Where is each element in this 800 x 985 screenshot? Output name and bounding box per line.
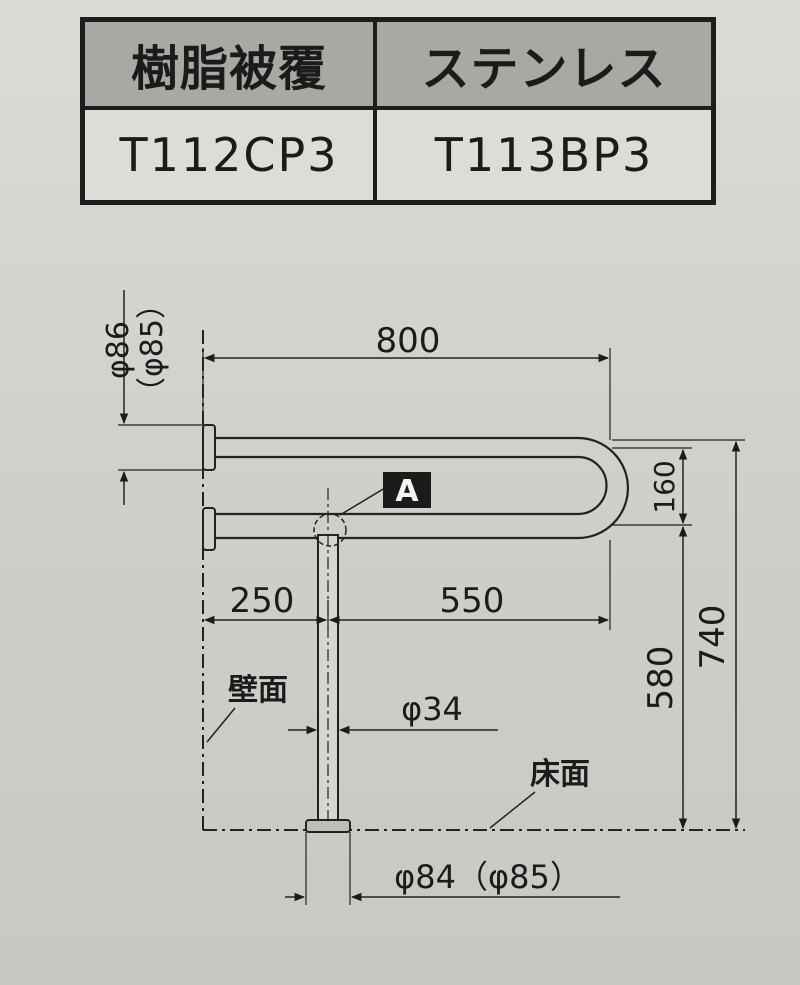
wall-leader <box>206 707 236 743</box>
detail-marker-box <box>383 472 431 508</box>
dim-offset-span: 550 <box>440 581 505 621</box>
dim-width-total: 800 <box>376 321 441 361</box>
u-rail-inner <box>215 455 608 516</box>
u-rail-outer <box>215 436 630 540</box>
joint-detail-circle <box>313 513 347 547</box>
dim-pipe-dia: φ34 <box>401 690 463 728</box>
detail-leader <box>339 487 386 516</box>
post-base <box>305 819 351 833</box>
floor-label: 床面 <box>530 757 590 792</box>
dim-height-gap: 160 <box>648 460 681 513</box>
dim-flange-dia: φ86 <box>101 321 136 379</box>
upper-flange <box>202 424 216 471</box>
table-model-stainless: T113BP3 <box>377 110 711 200</box>
model-table: 樹脂被覆 ステンレス T112CP3 T113BP3 <box>80 17 716 205</box>
dim-offset-wall: 250 <box>230 581 295 621</box>
lower-flange <box>202 507 216 551</box>
dim-height-lower: 580 <box>641 646 681 711</box>
table-header-resin: 樹脂被覆 <box>85 22 377 110</box>
floor-leader <box>489 791 536 829</box>
detail-marker: A <box>395 474 419 509</box>
dim-height-total: 740 <box>693 605 733 670</box>
dim-base-dia: φ84（φ85） <box>394 858 582 896</box>
dim-flange-dia-alt: （φ85） <box>135 289 170 407</box>
table-header-stainless: ステンレス <box>377 22 711 110</box>
table-model-resin: T112CP3 <box>85 110 377 200</box>
wall-label: 壁面 <box>228 673 288 708</box>
